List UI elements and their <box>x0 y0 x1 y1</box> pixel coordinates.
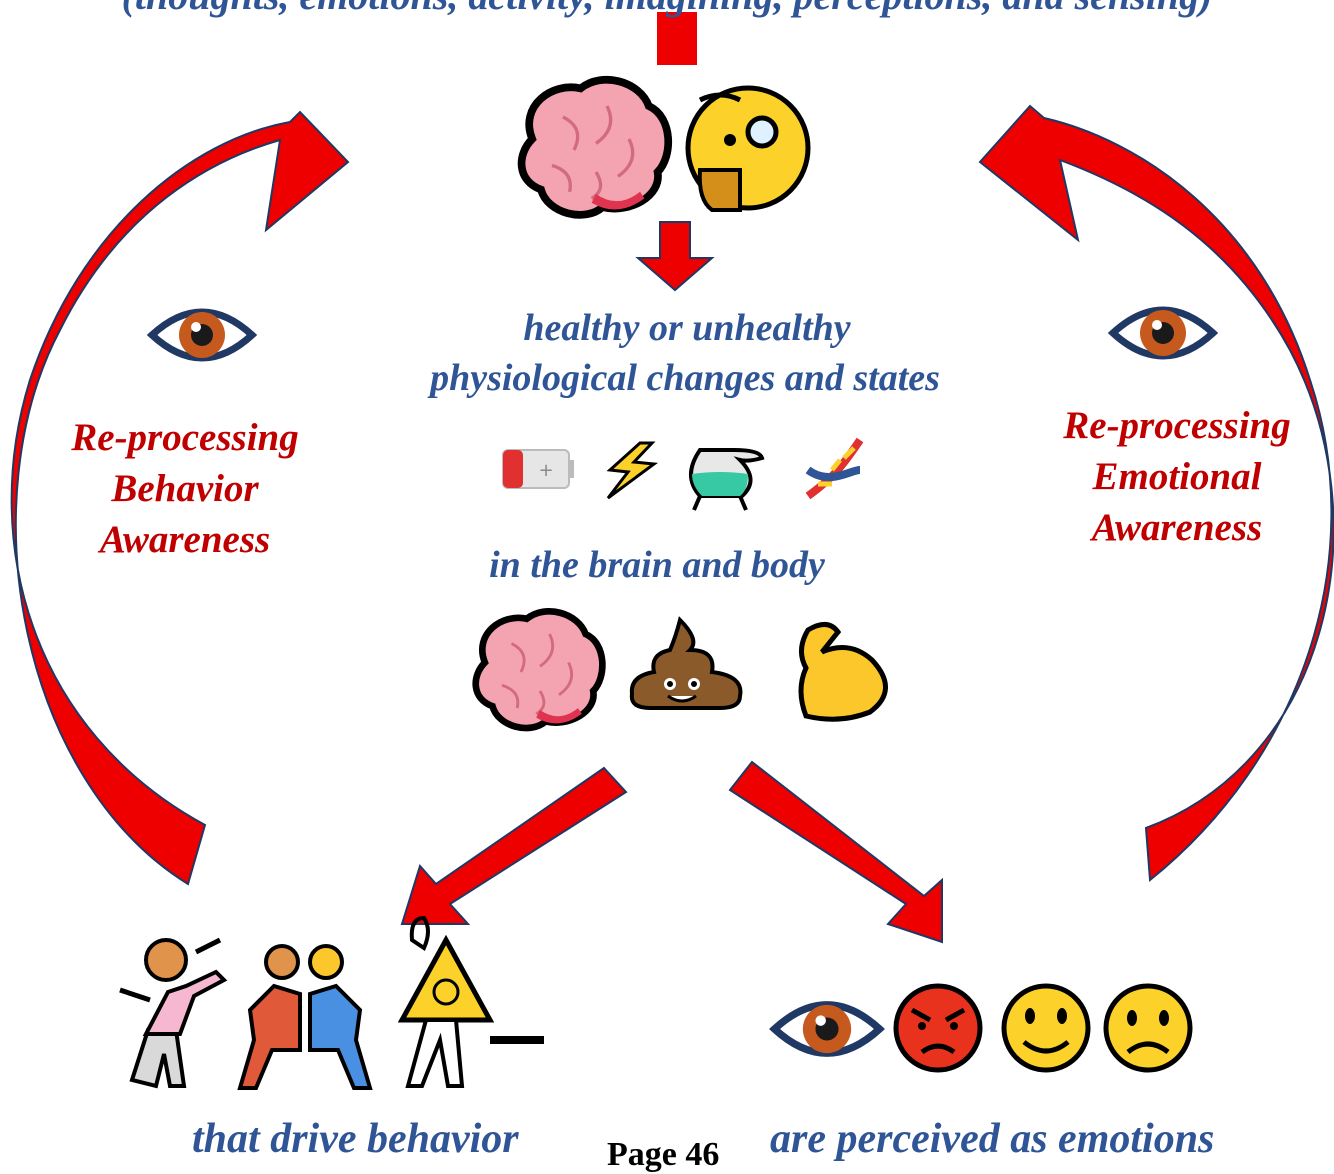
biohazard-fencer-icon <box>397 915 544 1088</box>
low-battery-icon: + <box>502 449 574 489</box>
angry-face-icon <box>893 983 983 1073</box>
behavior-awareness-line2: Behavior <box>111 467 259 510</box>
emotional-awareness-line2: Emotional <box>1092 455 1262 498</box>
left-diagonal-arrow <box>400 766 628 925</box>
right-loop-arrow <box>978 104 1334 882</box>
dna-icon <box>805 437 864 500</box>
brain-body-caption: in the brain and body <box>489 544 825 586</box>
emotional-awareness-line1: Re-processing <box>1063 404 1291 447</box>
behavior-awareness-line1: Re-processing <box>71 416 299 459</box>
flexed-biceps-icon <box>798 622 888 722</box>
page-number: Page 46 <box>607 1136 720 1173</box>
lightning-icon <box>606 441 659 500</box>
wrestlers-icon <box>237 944 373 1090</box>
behavior-awareness-label: Re-processing Behavior Awareness <box>40 412 330 565</box>
svg-text:+: + <box>538 460 553 481</box>
poop-icon <box>629 616 743 710</box>
face-with-monocle-icon <box>685 85 811 212</box>
eye-icon <box>775 1005 880 1053</box>
emotional-awareness-line3: Awareness <box>1091 506 1263 549</box>
smiling-face-icon <box>1001 983 1091 1073</box>
emotions-caption: are perceived as emotions <box>770 1116 1215 1162</box>
right-diagonal-arrow <box>728 760 943 944</box>
top-down-arrow <box>657 12 697 65</box>
test-tube-icon <box>689 448 765 511</box>
brain-icon <box>476 611 603 728</box>
left-loop-arrow <box>10 110 350 886</box>
physiology-caption-line1: healthy or unhealthy <box>523 307 851 349</box>
middle-down-arrow <box>635 221 715 292</box>
top-caption: (thoughts, emotions, activity, imagining… <box>0 0 1334 19</box>
brain-icon <box>522 80 669 215</box>
emotional-awareness-label: Re-processing Emotional Awareness <box>1032 400 1322 553</box>
behavior-awareness-line3: Awareness <box>99 518 271 561</box>
golfer-icon <box>119 937 228 1089</box>
frowning-face-icon <box>1103 983 1193 1073</box>
physiology-caption-line2: physiological changes and states <box>430 357 940 399</box>
behavior-caption: that drive behavior <box>192 1116 519 1162</box>
